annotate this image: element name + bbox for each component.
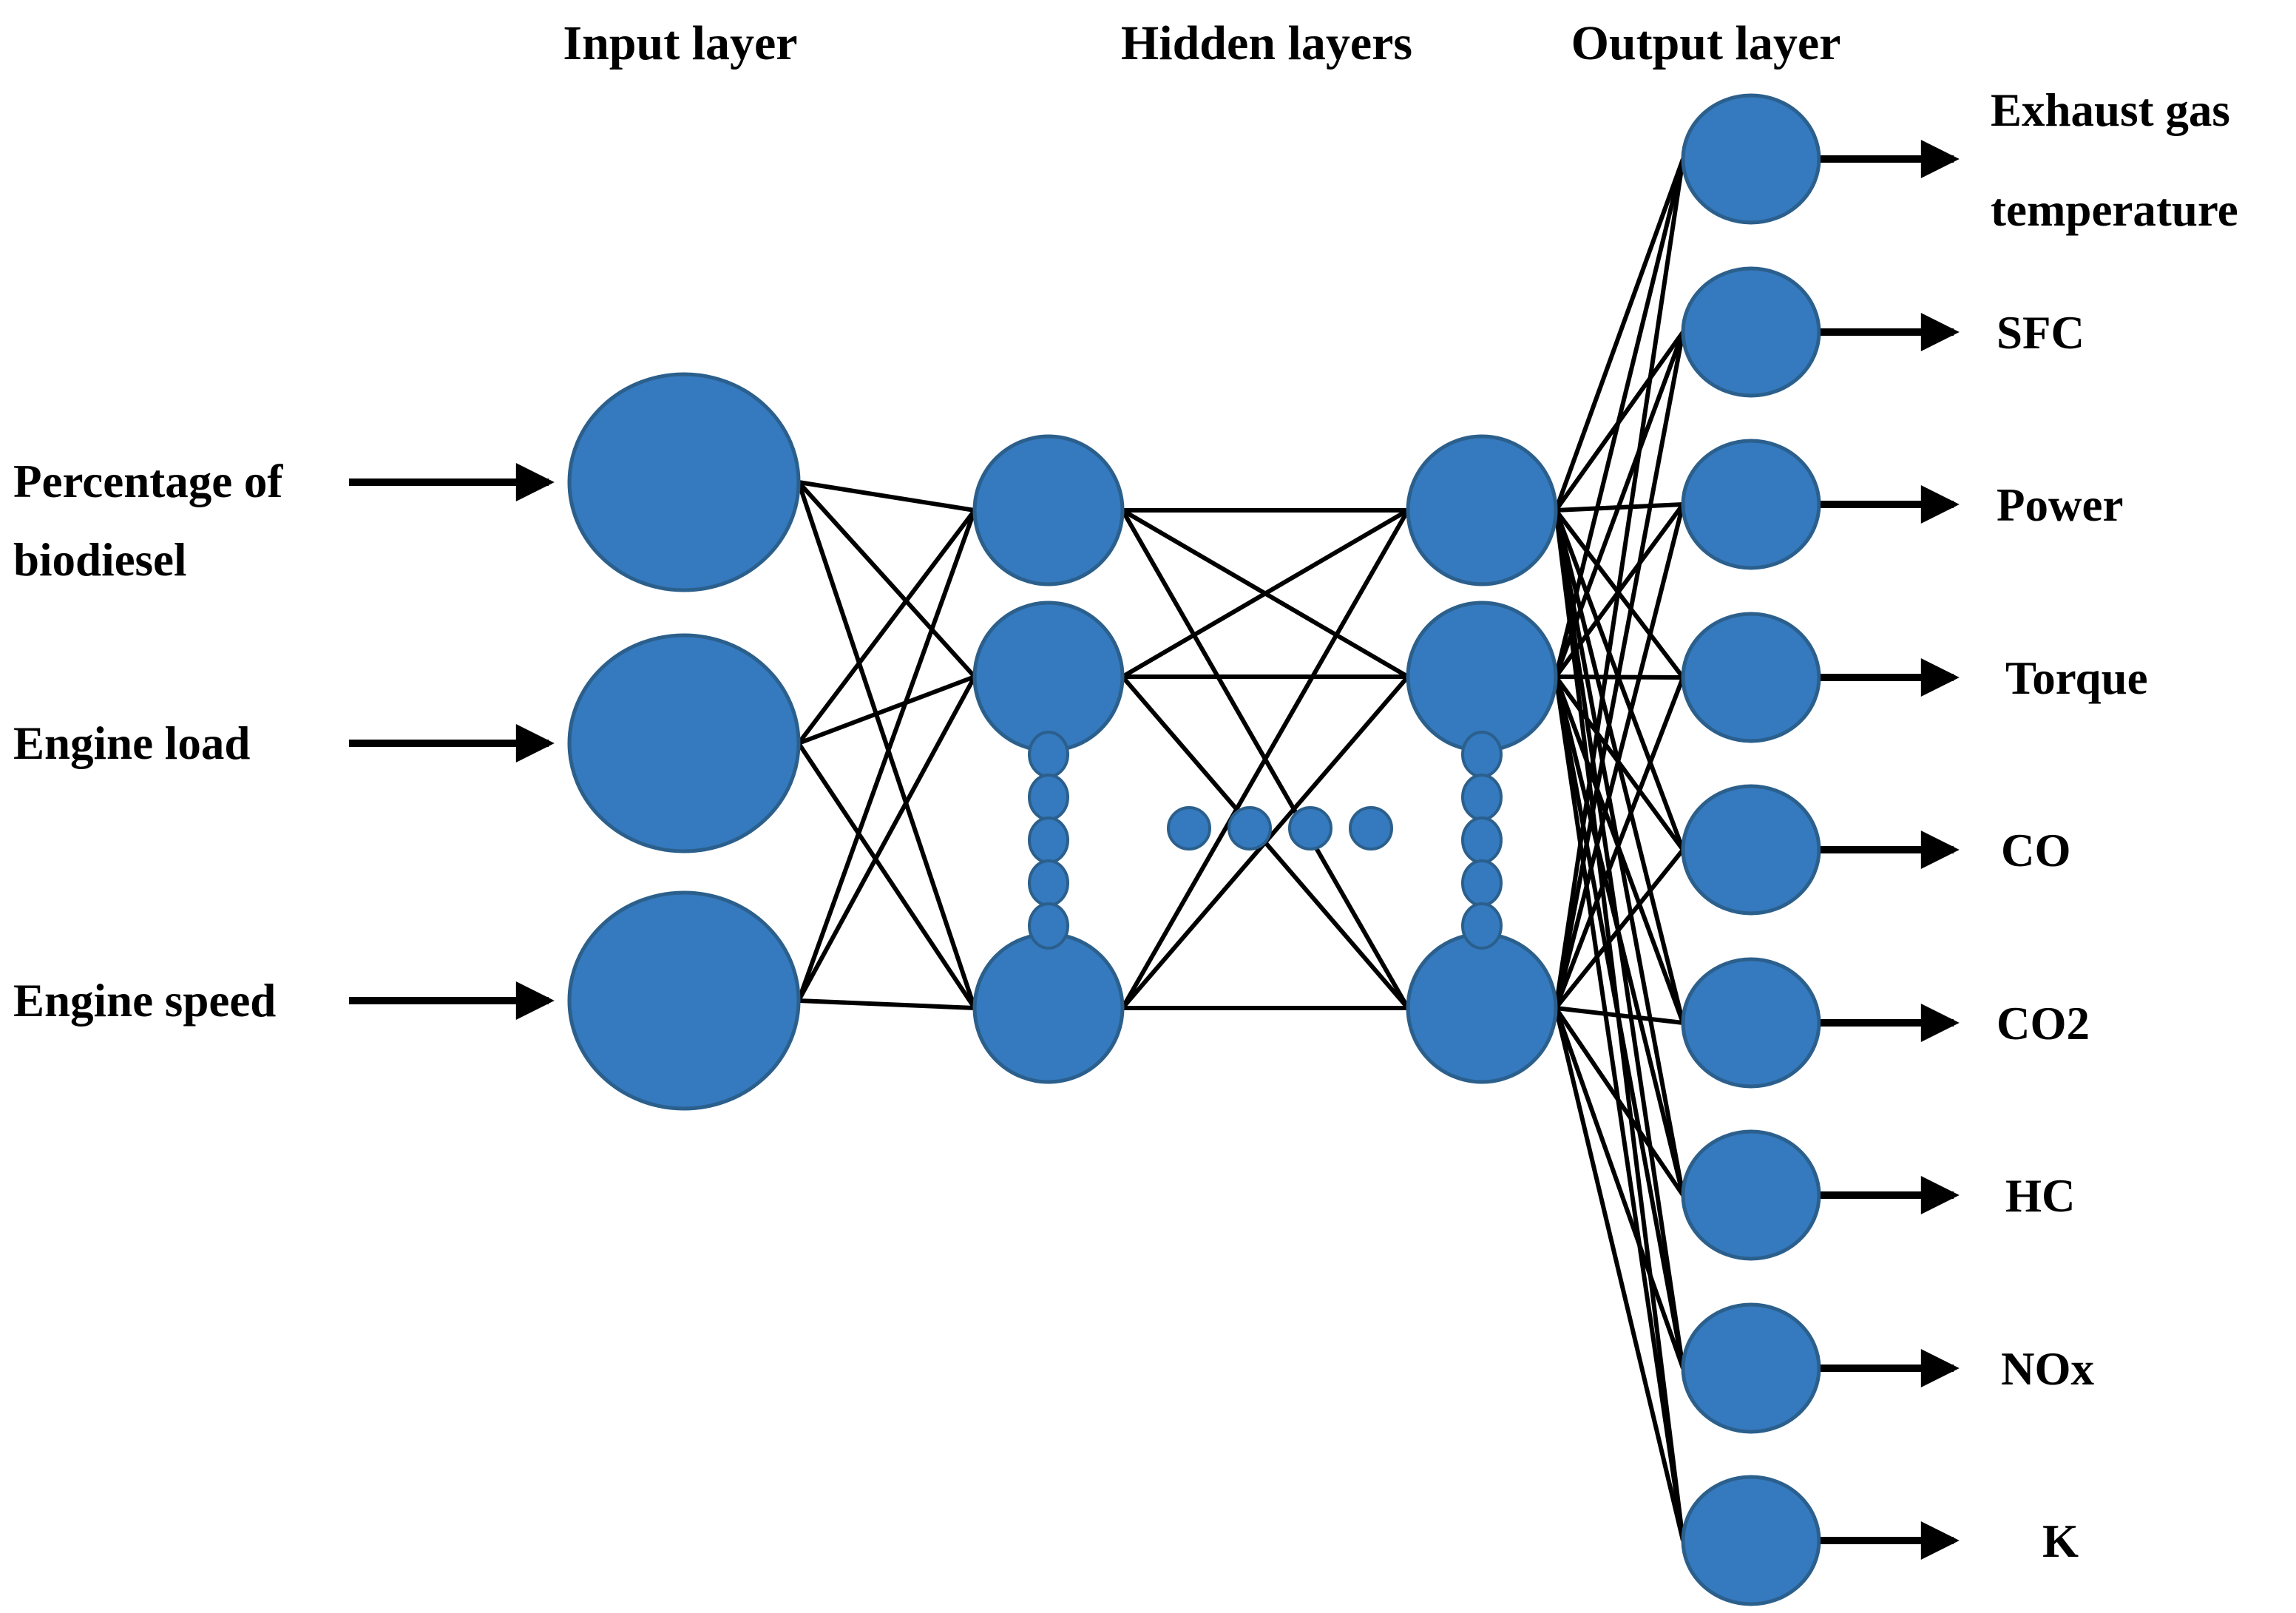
edge-hidden2-2-output-2 — [1554, 504, 1685, 1009]
hidden2-ellipsis-dot-3 — [1461, 859, 1503, 907]
edge-hidden2-1-output-1 — [1554, 331, 1685, 678]
edge-hidden2-2-output-1 — [1554, 331, 1685, 1009]
hidden1-node-1 — [972, 601, 1125, 753]
input-layer-title: Input layer — [563, 16, 797, 70]
output-label-exhaust-gas-temperature-line-2: temperature — [1991, 184, 2238, 236]
output-node-torque — [1681, 612, 1821, 743]
hidden1-ellipsis-dot-4 — [1028, 902, 1069, 950]
edge-input1-hidden1-2 — [796, 742, 977, 1010]
edge-input2-hidden1-1 — [796, 675, 977, 1002]
edge-hidden2-2-output-3 — [1554, 676, 1685, 1010]
edge-hidden2-0-output-0 — [1554, 158, 1685, 512]
edge-input2-hidden1-0 — [796, 509, 977, 1002]
hidden2-ellipsis-dot-0 — [1461, 731, 1503, 778]
hidden1-ellipsis-dot-1 — [1028, 774, 1069, 821]
hidden1-ellipsis-dot-2 — [1028, 816, 1069, 864]
edge-hidden1-1-hidden2-0 — [1121, 508, 1409, 679]
io-arrows — [349, 140, 1960, 1560]
input-node-1 — [567, 633, 801, 853]
hidden2-ellipsis-dot-2 — [1461, 816, 1503, 864]
output-label-co2: CO2 — [1997, 998, 2090, 1049]
hidden1-node-0 — [972, 434, 1125, 586]
hidden-between-ellipsis-dot-1 — [1227, 806, 1272, 851]
output-label-torque: Torque — [2005, 652, 2148, 704]
edge-hidden2-1-output-5 — [1554, 675, 1685, 1024]
hidden2-node-2 — [1406, 932, 1558, 1084]
hidden-layers-title: Hidden layers — [1121, 16, 1412, 70]
edge-input0-hidden1-1 — [796, 480, 977, 679]
edge-hidden2-2-output-5 — [1555, 1006, 1684, 1025]
edge-hidden2-2-output-0 — [1554, 158, 1685, 1009]
edge-input1-hidden1-0 — [796, 509, 977, 745]
edge-hidden2-1-output-7 — [1554, 676, 1685, 1369]
output-node-nox — [1681, 1302, 1821, 1434]
edge-hidden2-1-output-6 — [1554, 676, 1685, 1196]
hidden-between-ellipsis-dot-2 — [1288, 806, 1332, 851]
hidden2-node-1 — [1406, 601, 1558, 753]
edge-hidden2-1-output-8 — [1554, 676, 1685, 1541]
output-label-co: CO — [2001, 825, 2071, 876]
edge-hidden2-2-output-4 — [1554, 848, 1685, 1010]
edge-hidden2-2-output-7 — [1554, 1007, 1685, 1369]
neuron-nodes — [567, 93, 1821, 1606]
hidden2-node-0 — [1406, 434, 1558, 586]
edge-hidden2-2-output-8 — [1554, 1007, 1685, 1541]
output-label-sfc: SFC — [1997, 307, 2085, 359]
input-node-0 — [567, 372, 801, 592]
edge-input2-hidden1-2 — [798, 998, 975, 1010]
output-node-co — [1681, 784, 1821, 916]
hidden2-ellipsis-dot-1 — [1461, 774, 1503, 821]
output-node-power — [1681, 439, 1821, 570]
hidden-between-ellipsis-dot-0 — [1167, 806, 1211, 851]
hidden1-ellipsis-dot-0 — [1028, 731, 1069, 778]
output-label-hc: HC — [2005, 1170, 2076, 1222]
hidden2-ellipsis-dot-4 — [1461, 902, 1503, 950]
input-label-percentage-of-biodiesel-line-2: biodiesel — [13, 534, 187, 586]
edge-hidden2-2-output-6 — [1554, 1007, 1685, 1197]
hidden-between-ellipsis-dot-3 — [1349, 806, 1393, 851]
output-label-nox: NOx — [2001, 1343, 2095, 1395]
edge-hidden2-1-output-0 — [1554, 158, 1685, 677]
hidden1-ellipsis-dot-3 — [1028, 859, 1069, 907]
output-label-k: K — [2042, 1515, 2079, 1567]
output-node-co2 — [1681, 957, 1821, 1089]
edge-input0-hidden1-0 — [798, 480, 975, 513]
output-node-k — [1681, 1475, 1821, 1606]
output-label-exhaust-gas-temperature-line-1: Exhaust gas — [1991, 84, 2230, 136]
output-node-sfc — [1681, 266, 1821, 398]
output-node-exhaust-gas-temperature — [1681, 93, 1821, 225]
output-label-power: Power — [1997, 479, 2123, 531]
input-node-2 — [567, 890, 801, 1111]
hidden1-node-2 — [972, 932, 1125, 1084]
connection-edges — [796, 158, 1685, 1541]
input-label-percentage-of-biodiesel-line-1: Percentage of — [13, 456, 283, 507]
edge-input1-hidden1-1 — [797, 674, 976, 745]
input-label-engine-load: Engine load — [13, 717, 250, 769]
output-layer-title: Output layer — [1571, 16, 1841, 70]
input-label-engine-speed: Engine speed — [13, 975, 276, 1027]
output-node-hc — [1681, 1129, 1821, 1261]
edge-input0-hidden1-2 — [796, 481, 977, 1009]
edge-hidden1-2-hidden2-0 — [1120, 509, 1410, 1010]
